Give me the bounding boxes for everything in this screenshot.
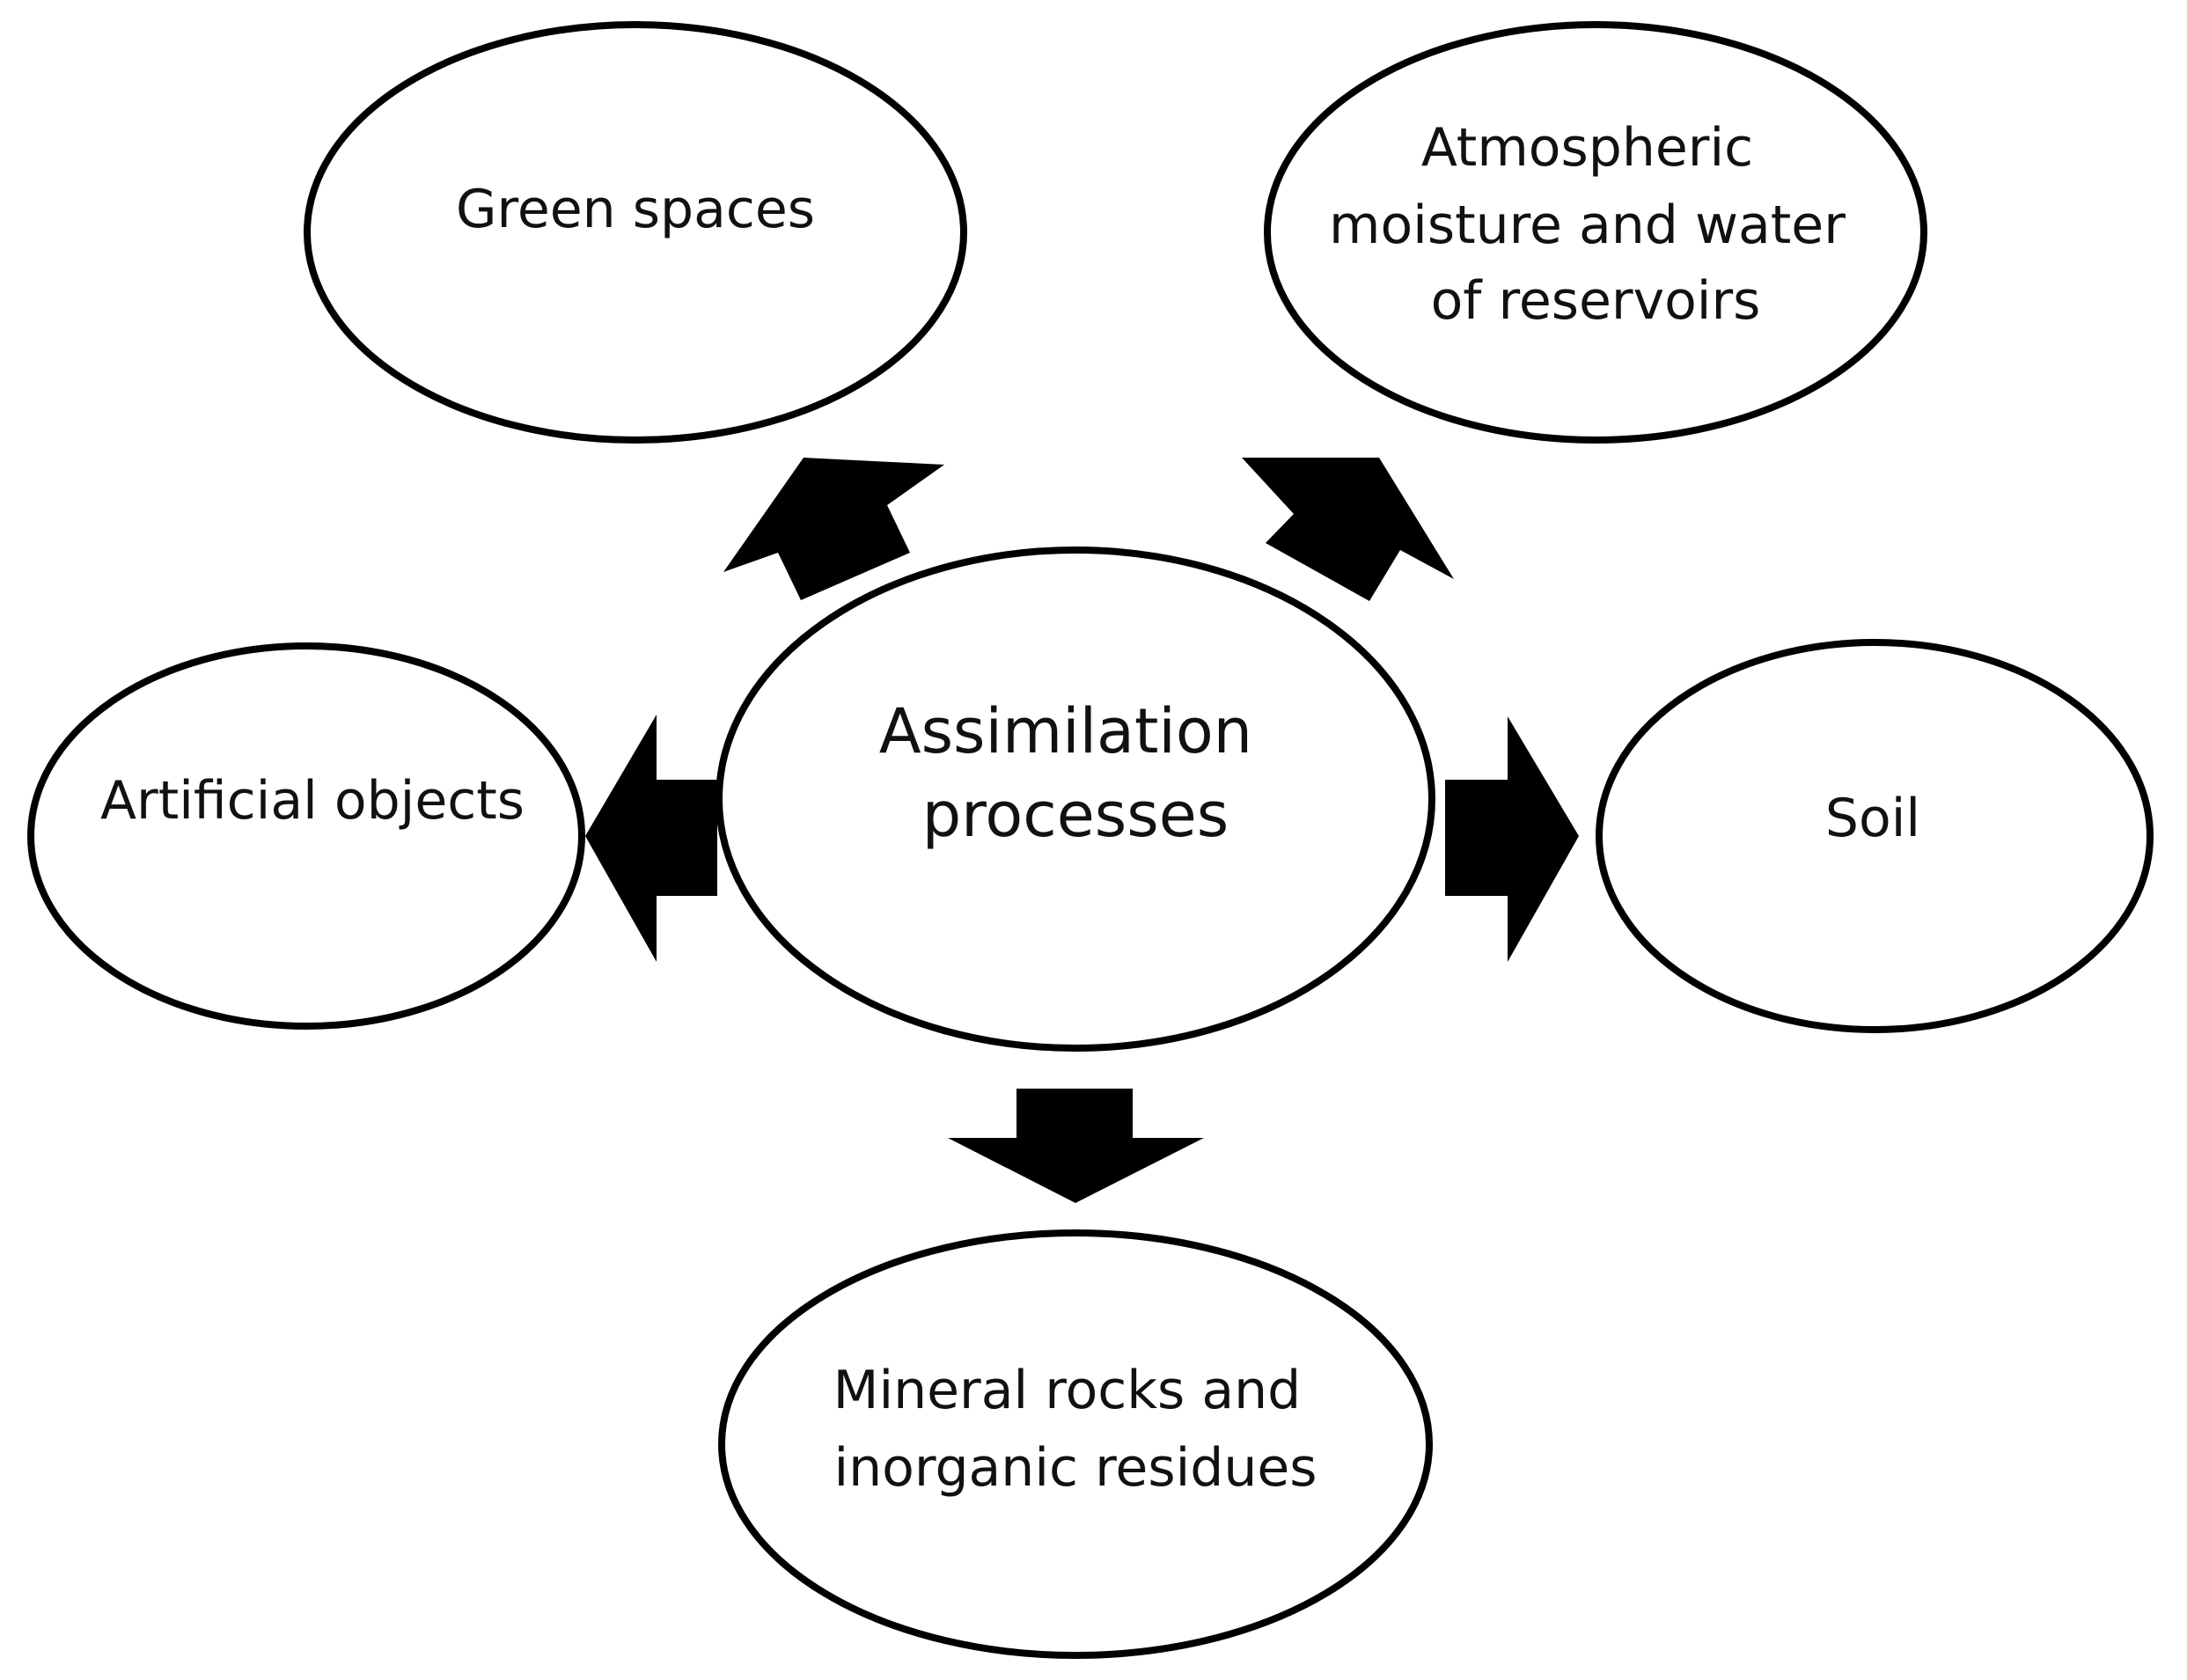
arrow-to-green-spaces (723, 458, 944, 600)
node-soil-label: Soil (1825, 788, 1920, 849)
node-artificial: Artificial objects (27, 642, 585, 1030)
arrow-to-soil (1445, 716, 1579, 962)
node-atmospheric-shape (1264, 21, 1927, 444)
node-atmospheric-label: Atmospheric moisture and water of reserv… (1329, 117, 1862, 332)
arrow-to-atmospheric (1242, 458, 1454, 601)
node-mineral-label: Mineral rocks and inorganic residues (833, 1360, 1318, 1499)
arrow-to-artificial (585, 715, 717, 962)
node-green-spaces-shape (304, 21, 967, 444)
node-soil-shape (1596, 639, 2154, 1033)
node-soil: Soil (1596, 639, 2154, 1033)
node-center-label: Assimilation processes (879, 695, 1273, 851)
node-center-shape (716, 547, 1435, 1052)
node-mineral: Mineral rocks and inorganic residues (718, 1229, 1433, 1659)
node-green-spaces-label: Green spaces (456, 179, 815, 240)
node-green-spaces: Green spaces (304, 21, 967, 444)
node-artificial-label: Artificial objects (100, 770, 525, 832)
node-mineral-shape (718, 1229, 1433, 1659)
node-center: Assimilation processes (716, 547, 1435, 1052)
node-artificial-shape (27, 642, 585, 1030)
arrow-to-mineral (948, 1089, 1204, 1203)
node-atmospheric: Atmospheric moisture and water of reserv… (1264, 21, 1927, 444)
